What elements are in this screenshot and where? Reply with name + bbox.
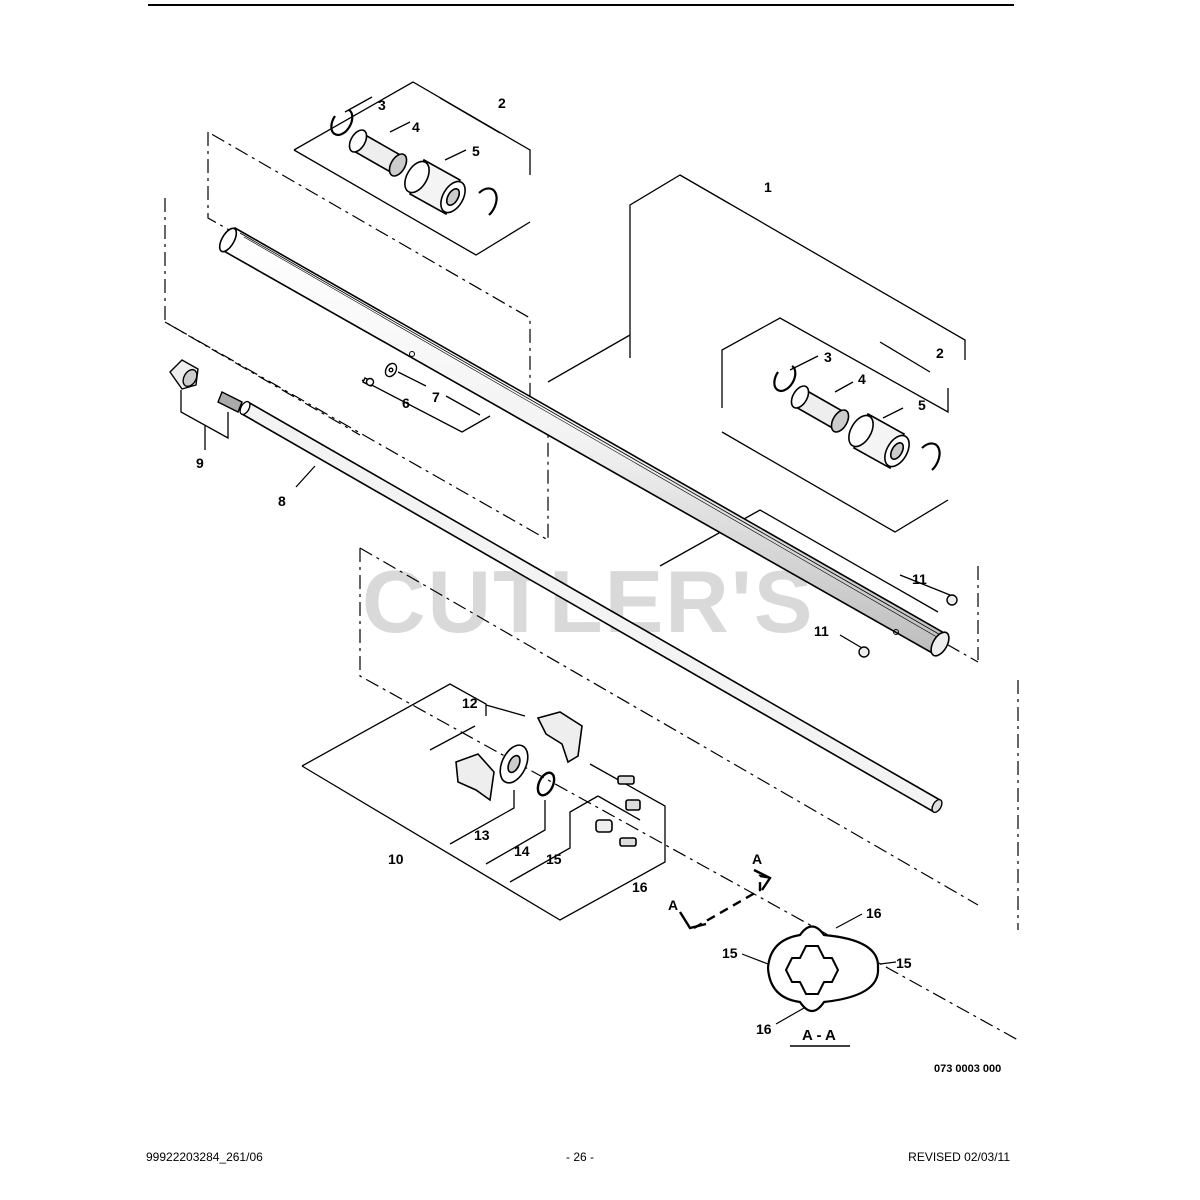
- footer-revision-date: REVISED 02/03/11: [908, 1150, 1010, 1164]
- footer-document-number: 99922203284_261/06: [146, 1150, 263, 1164]
- lower-bearing-set: [455, 711, 641, 847]
- callout-11-lower: 11: [814, 623, 829, 639]
- callout-6: 6: [402, 395, 410, 411]
- callout-2-right: 2: [936, 345, 944, 361]
- upper-bearing-set: [330, 109, 498, 216]
- callout-9: 9: [196, 455, 204, 471]
- callout-3-upper: 3: [378, 97, 386, 113]
- top-rule: [148, 4, 1014, 6]
- callout-labels: 1 2 3 4 5 2 3 4 5 6 7 8 9 10 11 11 12 13…: [196, 95, 1001, 1075]
- callout-7: 7: [432, 389, 440, 405]
- callout-13: 13: [474, 827, 490, 843]
- section-arrow-label-lower: A: [668, 897, 678, 913]
- section-callout-16-bottom: 16: [756, 1021, 772, 1037]
- callout-5-upper: 5: [472, 143, 480, 159]
- callout-12: 12: [462, 695, 478, 711]
- callout-8: 8: [278, 493, 286, 509]
- section-arrow-label-upper: A: [752, 851, 762, 867]
- fasteners: [169, 359, 958, 658]
- callout-1: 1: [764, 179, 772, 195]
- callout-11-upper: 11: [912, 571, 927, 587]
- callout-2-upper: 2: [498, 95, 506, 111]
- section-title: A - A: [802, 1027, 836, 1044]
- section-callout-15-right: 15: [896, 955, 912, 971]
- callout-4-right: 4: [858, 371, 866, 387]
- callout-14: 14: [514, 843, 530, 859]
- callout-16: 16: [632, 879, 648, 895]
- footer-page-number: - 26 -: [565, 1150, 594, 1164]
- drawing-number: 073 0003 000: [934, 1063, 1001, 1075]
- section-callout-16-top: 16: [866, 905, 882, 921]
- section-arrows: [678, 868, 773, 930]
- callout-4-upper: 4: [412, 119, 420, 135]
- leader-lines: [180, 81, 966, 921]
- section-leaders: [741, 913, 897, 1025]
- section-callout-15-left: 15: [722, 945, 738, 961]
- right-bearing-set: [773, 365, 941, 471]
- drive-tube: [218, 226, 950, 657]
- section-view-a-a: [766, 925, 880, 1047]
- callout-5-right: 5: [918, 397, 926, 413]
- drive-shaft: [239, 400, 943, 814]
- callout-3-right: 3: [824, 349, 832, 365]
- callout-10: 10: [388, 851, 404, 867]
- callout-15: 15: [546, 851, 562, 867]
